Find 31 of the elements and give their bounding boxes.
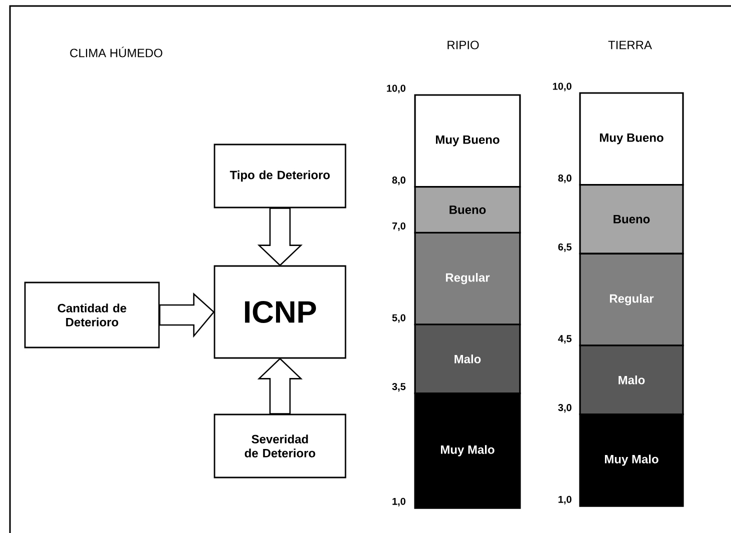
scale-band: Muy Bueno — [414, 94, 521, 188]
scale-value: 10,0 — [386, 84, 406, 94]
scale-band: Malo — [414, 324, 521, 394]
heading: CLIMA HÚMEDO — [70, 46, 162, 58]
scale-value: 4,5 — [558, 335, 572, 344]
column-heading: RIPIO — [448, 40, 479, 50]
scale-band: Malo — [579, 344, 684, 416]
scale-band: Muy Bueno — [579, 92, 684, 186]
scale-value: 5,0 — [392, 314, 406, 323]
scale-band: Bueno — [414, 186, 521, 234]
scale-band: Muy Malo — [414, 392, 521, 509]
hollow-arrow — [257, 358, 303, 414]
scale-value: 8,0 — [392, 176, 406, 186]
scale-value: 7,0 — [392, 222, 406, 231]
scale-band: Muy Malo — [579, 414, 684, 507]
scale-band: Regular — [579, 252, 684, 346]
scale-value: 8,0 — [558, 174, 572, 184]
hollow-arrow — [159, 292, 215, 338]
index-box: ICNP — [214, 265, 346, 359]
scale-value: 1,0 — [392, 498, 406, 506]
process-box: Tipo de Deterioro — [214, 144, 346, 208]
column-heading: TIERRA — [608, 40, 652, 50]
scale-band: Regular — [414, 232, 521, 326]
scale-value: 3,5 — [392, 383, 406, 392]
hollow-arrow — [257, 208, 303, 266]
scale-value: 6,5 — [558, 243, 572, 252]
scale-value: 3,0 — [558, 404, 572, 413]
process-box: Cantidad de Deterioro — [24, 282, 160, 348]
scale-value: 10,0 — [552, 82, 572, 92]
process-box: Severidad de Deterioro — [214, 414, 346, 478]
scale-band: Bueno — [579, 184, 684, 254]
